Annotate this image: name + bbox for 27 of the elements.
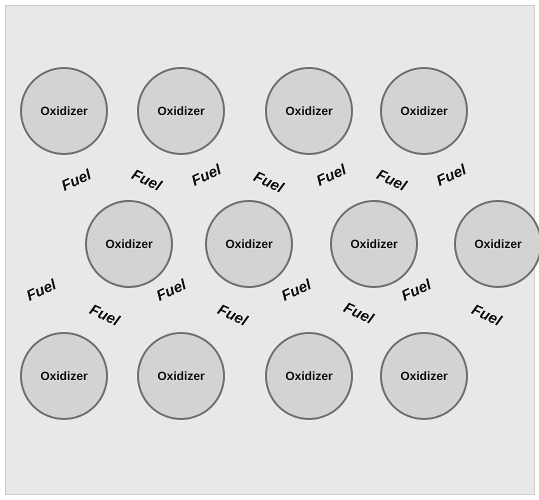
circle-label: Oxidizer [400,369,448,383]
circle-label: Oxidizer [40,104,88,118]
fuel-label: Fuel [58,166,94,195]
fuel-label: Fuel [398,276,434,305]
fuel-label: Fuel [434,161,469,190]
fuel-label: Fuel [374,166,409,195]
circle-label: Oxidizer [105,237,153,251]
circle-label: Oxidizer [400,104,448,118]
circle-label: Oxidizer [157,369,205,383]
fuel-label: Fuel [250,168,286,197]
circle-label: Oxidizer [474,237,522,251]
fuel-label: Fuel [188,161,224,190]
fuel-label: Fuel [468,301,504,330]
fuel-label: Fuel [128,166,164,195]
fuel-label: Fuel [154,276,189,305]
fuel-label: Fuel [214,301,250,330]
fuel-label: Fuel [314,161,349,190]
fuel-label: Fuel [24,276,59,305]
circle-label: Oxidizer [285,104,333,118]
fuel-label: Fuel [278,276,314,305]
circle-label: Oxidizer [157,104,205,118]
circle-label: Oxidizer [350,237,398,251]
fuel-label: Fuel [86,301,122,330]
circle-label: Oxidizer [40,369,88,383]
fuel-label: Fuel [340,299,376,328]
circle-label: Oxidizer [285,369,333,383]
circle-label: Oxidizer [225,237,273,251]
